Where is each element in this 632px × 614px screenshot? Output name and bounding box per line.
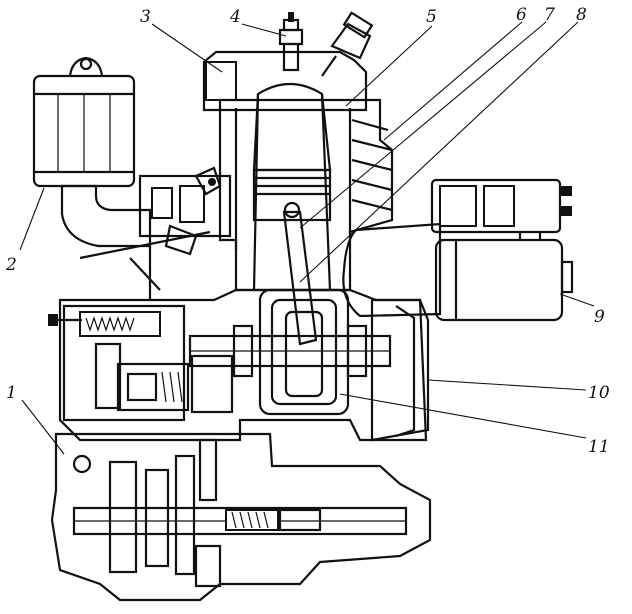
air-intake-elbow <box>60 184 152 248</box>
gearbox-housing <box>50 432 432 602</box>
carburettor <box>138 166 232 238</box>
decompressor-valve <box>321 11 374 77</box>
clutch-mechanism <box>116 354 234 414</box>
cylinder-bore <box>252 83 332 291</box>
crankcase <box>58 288 428 442</box>
spark-plug <box>278 12 304 72</box>
cooling-fins <box>351 118 393 212</box>
callout-8: 8 <box>576 5 587 25</box>
gearbox-shaft <box>72 506 408 536</box>
air-filter <box>32 56 136 188</box>
callouts: 1 2 3 4 5 6 7 8 9 10 11 <box>5 5 610 457</box>
callout-11: 11 <box>588 437 610 457</box>
callout-6: 6 <box>516 5 527 25</box>
drive-pulley <box>370 298 430 442</box>
crankshaft <box>188 324 392 378</box>
callout-7: 7 <box>544 5 555 25</box>
gearbox-gears <box>72 438 222 588</box>
leader-lines <box>19 21 595 455</box>
cylinder-head <box>202 50 368 112</box>
callout-10: 10 <box>588 383 610 403</box>
callout-4: 4 <box>229 7 241 27</box>
crank-web <box>258 288 350 416</box>
callout-5: 5 <box>426 7 437 27</box>
cylinder-block <box>218 98 394 292</box>
relay-regulator <box>430 178 572 240</box>
connecting-rod <box>282 210 318 346</box>
callout-9: 9 <box>594 307 605 327</box>
callout-3: 3 <box>140 7 151 27</box>
callout-2: 2 <box>5 255 17 275</box>
piston <box>252 168 332 222</box>
starter-generator <box>342 222 574 322</box>
throttle-linkage <box>79 224 211 300</box>
callout-1: 1 <box>6 383 17 403</box>
